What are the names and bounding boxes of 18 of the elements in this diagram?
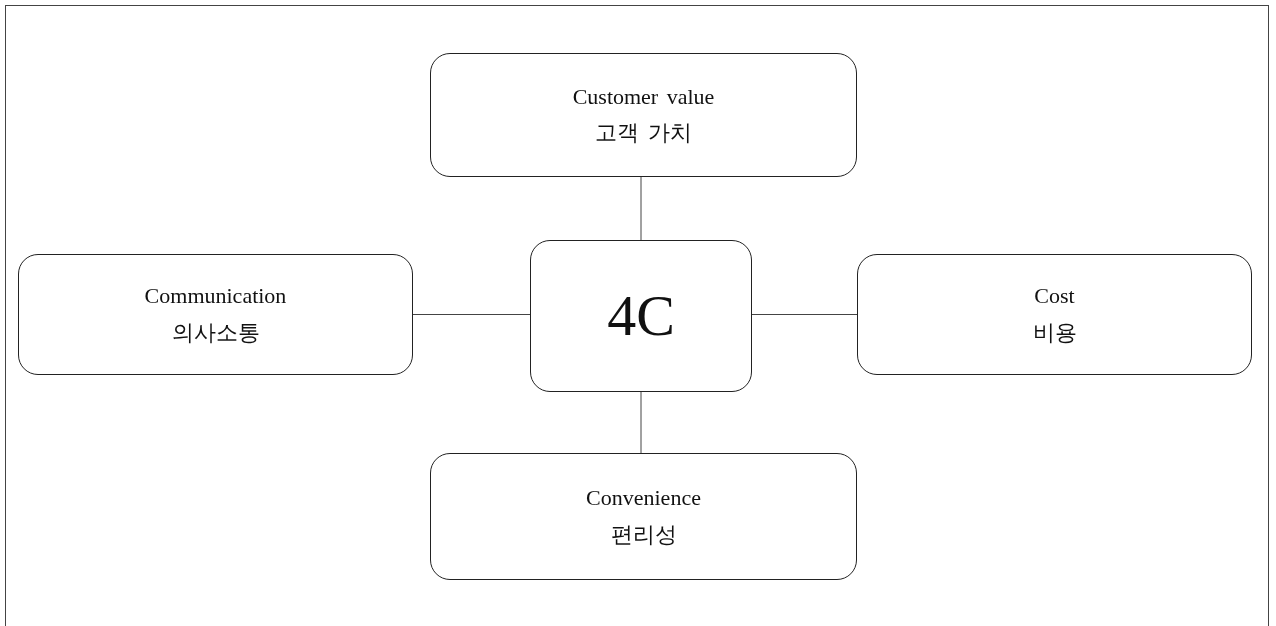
rounded-box [18,254,413,375]
connector-line [640,176,642,241]
connector-line [412,314,531,315]
rounded-box [530,240,752,392]
box-label: Convenience [586,486,701,511]
box-label: 편리성 [610,522,677,547]
box-label: Communication [144,284,287,309]
box-label: Cost [1034,284,1075,309]
connector-line [751,314,858,315]
rounded-box [430,453,857,580]
box-label: 비용 [1032,320,1077,345]
box-label: 고객 가치 [595,121,692,146]
rounded-box [430,53,857,177]
connector-line [640,391,642,454]
box-label: 의사소통 [171,320,260,345]
box-label: Customer value [572,84,715,109]
center-title: 4C [607,284,675,348]
rounded-box [857,254,1252,375]
